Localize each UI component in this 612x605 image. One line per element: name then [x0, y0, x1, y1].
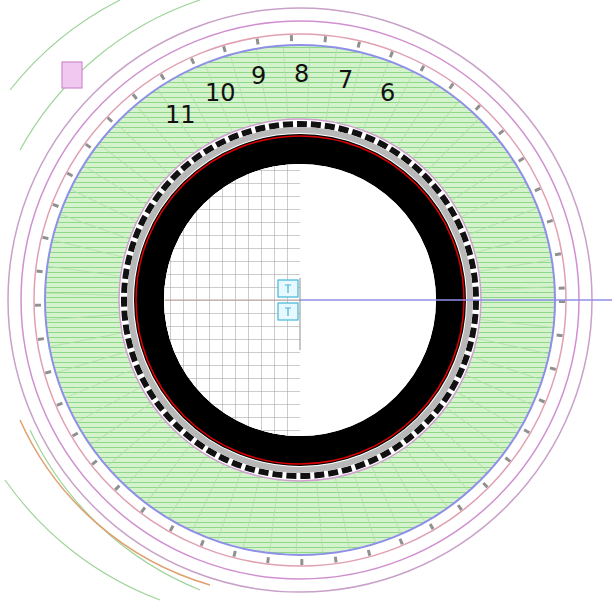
callout-number: 10	[205, 81, 236, 105]
axis-line	[300, 299, 612, 301]
center-line	[300, 278, 301, 350]
axis-line	[165, 300, 300, 301]
callout-number: 6	[380, 81, 395, 105]
callout-number: 11	[165, 103, 196, 127]
callout-number: 8	[294, 62, 309, 86]
bore-grid	[164, 164, 300, 436]
center-fixture	[278, 280, 298, 320]
callout-number: 9	[251, 64, 266, 88]
callout-number: 7	[338, 68, 353, 92]
